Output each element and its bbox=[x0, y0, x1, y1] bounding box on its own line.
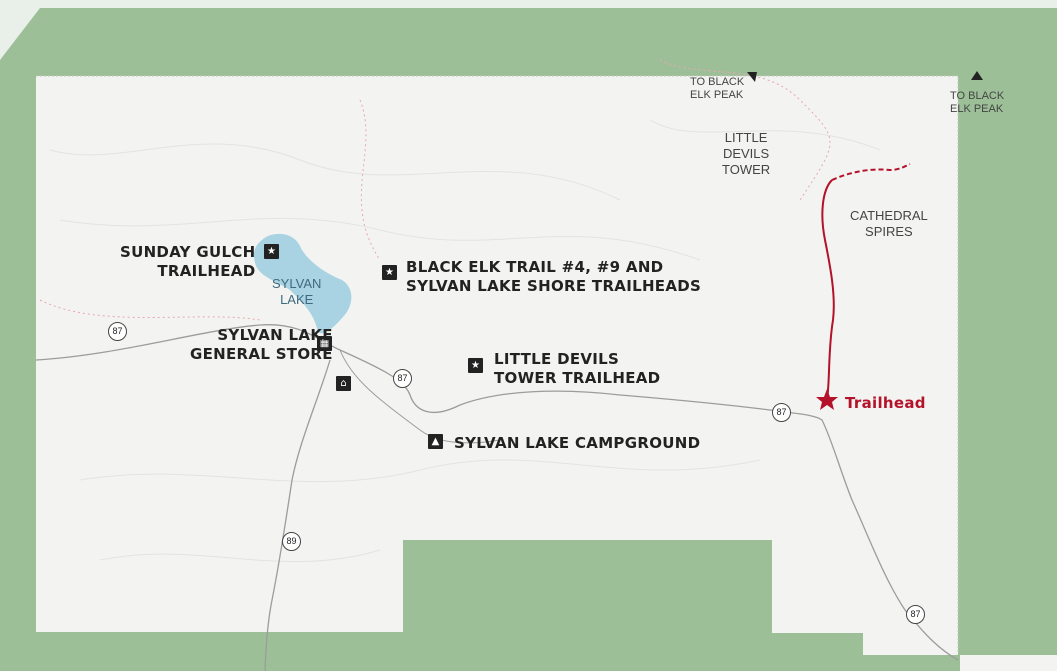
arrow-down-right-icon bbox=[747, 72, 757, 82]
area-boundary bbox=[36, 76, 958, 655]
house-icon[interactable]: ⌂ bbox=[336, 376, 351, 391]
hiker-icon[interactable]: ★ bbox=[264, 244, 279, 259]
to-black-elk-peak-label: To Black Elk Peak bbox=[950, 90, 1005, 115]
road-87 bbox=[35, 324, 959, 661]
little-devils-trailhead-label: Little Devils Tower Trailhead bbox=[494, 350, 661, 387]
road-shield: 87 bbox=[393, 369, 412, 388]
little-devils-tower-label: Little Devils Tower bbox=[722, 130, 771, 177]
arrow-up-icon bbox=[971, 71, 983, 80]
hiker-icon[interactable]: ★ bbox=[382, 265, 397, 280]
black-elk-trail-label: Black Elk Trail #4, #9 and Sylvan Lake S… bbox=[406, 258, 702, 295]
cathedral-spires-label: Cathedral Spires bbox=[850, 208, 928, 239]
trailhead-label: Trailhead bbox=[845, 394, 926, 412]
corner-light bbox=[0, 0, 1057, 60]
tent-icon[interactable]: ▲ bbox=[428, 434, 443, 449]
hiker-icon[interactable]: ★ bbox=[468, 358, 483, 373]
store-icon[interactable]: ▦ bbox=[317, 336, 332, 351]
trail-path-unofficial bbox=[831, 163, 911, 181]
road-shield: 87 bbox=[772, 403, 791, 422]
road-shield: 87 bbox=[906, 605, 925, 624]
road-shield: 89 bbox=[282, 532, 301, 551]
trailhead-star-icon bbox=[816, 389, 838, 410]
trail-path bbox=[821, 179, 835, 401]
campground-label: Sylvan Lake Campground bbox=[454, 434, 701, 452]
road-shield: 87 bbox=[108, 322, 127, 341]
general-store-label: Sylvan Lake General Store bbox=[190, 326, 333, 363]
sylvan-lake-label: Sylvan Lake bbox=[272, 276, 322, 307]
road-89 bbox=[264, 359, 331, 671]
to-black-elk-peak-label: To Black Elk Peak bbox=[690, 76, 745, 101]
sunday-gulch-label: Sunday Gulch Trailhead bbox=[120, 243, 256, 280]
